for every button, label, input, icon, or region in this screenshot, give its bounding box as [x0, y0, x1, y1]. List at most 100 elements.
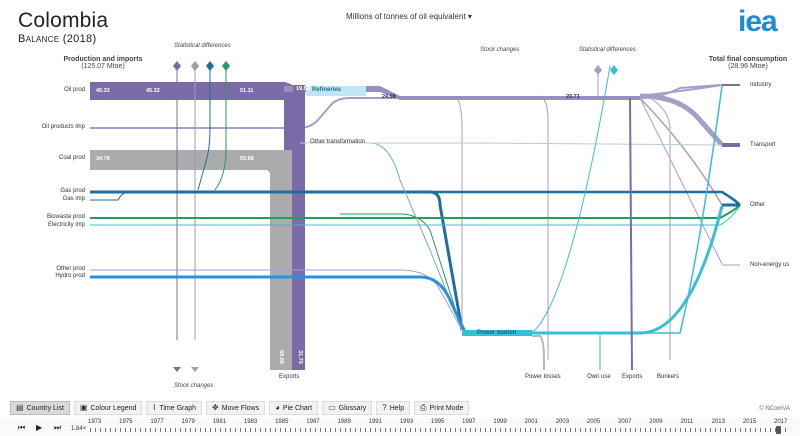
flow-value: 23.71	[566, 94, 580, 100]
final-consumption-total: (28.96 Mtoe)	[728, 63, 768, 70]
power-losses-flow	[532, 335, 545, 370]
move-flows-button[interactable]: ✥Move Flows	[206, 401, 266, 415]
own-use-oil-flow	[539, 95, 549, 360]
unit-selector-label: Millions of tonnes of oil equivalent	[346, 12, 466, 21]
stat-diff-left-label: Statistical differences	[174, 43, 231, 49]
flow-value: 45.32	[96, 88, 110, 94]
timeline-year[interactable]: 2007	[618, 419, 632, 425]
source-gas-imp: Gas imp	[62, 196, 85, 202]
skip-forward-icon[interactable]: ⏭	[54, 423, 62, 432]
flow-value: 59.88	[277, 350, 284, 364]
iea-logo: iea	[738, 5, 778, 38]
timeline-year[interactable]: 2005	[586, 419, 601, 425]
timeline-year[interactable]: 2003	[555, 419, 570, 425]
oil-to-nonenergy-flow	[639, 97, 723, 265]
flow-value: 34.78	[96, 156, 110, 162]
production-imports-title: Production and imports	[63, 56, 143, 63]
stock-changes-top-label: Stock changes	[480, 47, 520, 53]
help-button[interactable]: ?Help	[376, 401, 411, 415]
timeline-year[interactable]: 1973	[88, 419, 102, 425]
timeline-year[interactable]: 2001	[524, 419, 538, 425]
help-icon: ?	[382, 403, 387, 412]
flow-value: 19.53	[296, 86, 310, 92]
stock-arrow-icon	[191, 367, 199, 372]
country-title: Colombia	[18, 9, 109, 32]
flow-value: 59.88	[240, 156, 254, 162]
output-power-losses: Power losses	[525, 374, 561, 380]
glossary-button[interactable]: ▭Glossary	[322, 401, 373, 415]
timeline-year[interactable]: 1975	[119, 419, 133, 425]
country-list-button[interactable]: ▤Country List	[10, 401, 70, 415]
stat-diff-markers	[173, 61, 618, 75]
sink-non-energy: Non-energy us	[750, 262, 790, 268]
production-imports-total: (125.07 Mtoe)	[81, 63, 125, 70]
final-consumption-header: Total final consumption (28.96 Mtoe)	[696, 56, 800, 70]
timeline-year[interactable]: 1979	[181, 419, 195, 425]
gas-import-flow	[90, 191, 131, 201]
stat-diff-gas-line	[197, 66, 211, 191]
stock-change-markers	[173, 367, 199, 372]
timeline-handle[interactable]	[776, 426, 781, 434]
source-oil-products-imp: Oil products imp	[41, 124, 85, 130]
timeline-year[interactable]: 1987	[306, 419, 320, 425]
timeline-year[interactable]: 2011	[680, 419, 694, 425]
time-graph-label: Time Graph	[159, 404, 197, 412]
source-other-prod: Other prod	[56, 266, 85, 272]
other-transformation-out	[300, 142, 723, 146]
timeline-year[interactable]: 1999	[493, 419, 507, 425]
production-imports-header: Production and imports (125.07 Mtoe)	[48, 56, 158, 70]
time-graph-button[interactable]: ⌇Time Graph	[146, 401, 203, 415]
stat-diff-right-label: Statistical differences	[579, 47, 636, 53]
timeline-year[interactable]: 2013	[711, 419, 725, 425]
oil-to-transport-flow	[639, 93, 724, 147]
source-hydro-prod: Hydro prod	[55, 273, 85, 279]
timeline-year[interactable]: 1981	[212, 419, 227, 425]
exports-oil-products-flow	[629, 97, 633, 371]
sankey-diagram	[90, 61, 741, 372]
stat-diff-electricity-flow	[531, 65, 611, 334]
diamond-icon	[594, 65, 602, 75]
timeline-year[interactable]: 2009	[649, 419, 663, 425]
timeline-year[interactable]: 2015	[742, 419, 757, 425]
timeline-year[interactable]: 1977	[150, 419, 164, 425]
oil-products-import-flow	[90, 84, 721, 129]
timeline-year[interactable]: 1989	[337, 419, 351, 425]
source-coal-prod: Coal prod	[58, 155, 85, 161]
sink-industry: Industry	[750, 82, 772, 88]
timeline-track[interactable]	[90, 428, 786, 432]
move-icon: ✥	[212, 403, 219, 412]
timeline-year[interactable]: 1983	[243, 419, 258, 425]
unit-selector[interactable]: Millions of tonnes of oil equivalent ▾	[346, 12, 472, 21]
output-exports-left: Exports	[279, 374, 300, 380]
skip-back-icon[interactable]: ⏮	[18, 423, 26, 432]
timeline-year[interactable]: 1993	[399, 419, 414, 425]
speed-label[interactable]: 1.84×	[71, 426, 87, 432]
timeline-year[interactable]: 1991	[368, 419, 382, 425]
oil-products-flows	[90, 84, 724, 360]
diamond-icon	[191, 61, 199, 71]
flow-value: 51.11	[240, 88, 254, 94]
timeline-year[interactable]: 1995	[431, 419, 445, 425]
oil-to-other-flow	[639, 97, 723, 206]
play-icon[interactable]: ▶	[36, 423, 43, 432]
print-mode-button[interactable]: ⎙Print Mode	[414, 401, 470, 415]
graph-icon: ⌇	[152, 403, 157, 412]
toolbar: ▤Country List ▣Colour Legend ⌇Time Graph…	[10, 401, 470, 415]
sink-transport: Transport	[750, 142, 776, 148]
pie-chart-label: Pie Chart	[282, 404, 313, 412]
electricity-to-industry-flow	[532, 85, 723, 334]
timeline-year[interactable]: 1997	[462, 419, 476, 425]
other-prod-flow	[90, 269, 463, 331]
flow-value: 45.32	[146, 88, 160, 94]
book-icon: ▭	[328, 403, 336, 412]
print-mode-label: Print Mode	[429, 404, 464, 412]
colour-legend-label: Colour Legend	[90, 404, 137, 412]
stock-arrow-icon	[173, 367, 181, 372]
flow-value: 24.08	[382, 94, 396, 100]
colour-legend-button[interactable]: ▣Colour Legend	[73, 401, 143, 415]
timeline-year[interactable]: 2017	[774, 419, 788, 425]
list-icon: ▤	[16, 403, 24, 412]
pie-chart-button[interactable]: ◕Pie Chart	[269, 401, 319, 415]
timeline-year[interactable]: 1985	[275, 419, 289, 425]
bunkers-flow	[649, 97, 671, 360]
